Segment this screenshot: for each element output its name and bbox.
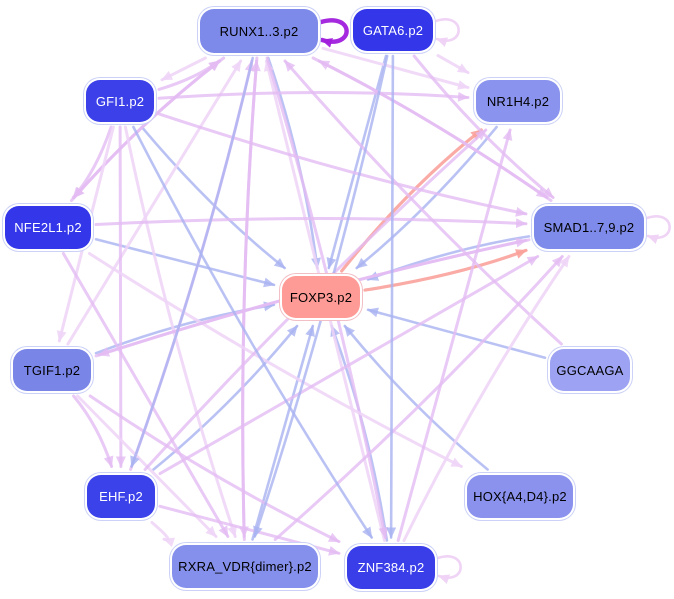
node-label-rxra: RXRA_VDR{dimer}.p2 (178, 558, 312, 574)
edge-gfi1-nfe2l1 (71, 125, 113, 199)
self-loop-znf384 (436, 555, 462, 584)
edge-ggcaaga-runx1 (283, 59, 563, 346)
self-loop-gata6 (434, 18, 460, 47)
edge-runx1-gfi1 (160, 56, 207, 82)
node-label-nr1h4: NR1H4.p2 (486, 93, 550, 109)
graph-node-gfi1[interactable]: GFI1.p2 (86, 80, 154, 122)
edge-nfe2l1-foxp3 (94, 238, 276, 288)
edge-tgif1-znf384 (88, 394, 341, 544)
edge-rxra-smad (273, 255, 564, 541)
self-loop-smad (645, 215, 671, 244)
node-label-hox: HOX{A4,D4}.p2 (473, 488, 567, 504)
edge-gfi1-ehf (115, 125, 126, 468)
graph-node-hox[interactable]: HOX{A4,D4}.p2 (467, 474, 573, 518)
node-label-ggcaaga: GGCAAGA (556, 362, 624, 378)
edge-foxp3-smad (363, 248, 528, 292)
edge-nfe2l1-rxra (61, 252, 230, 538)
node-label-gata6: GATA6.p2 (362, 22, 424, 38)
node-label-tgif1: TGIF1.p2 (23, 362, 81, 378)
edge-gfi1-znf384 (132, 125, 373, 539)
edge-gfi1-foxp3 (140, 125, 286, 270)
edge-rxra-foxp3 (251, 324, 315, 541)
graph-node-rxra[interactable]: RXRA_VDR{dimer}.p2 (172, 544, 318, 588)
node-label-smad: SMAD1..7,9.p2 (543, 219, 635, 235)
edge-tgif1-ehf (72, 394, 114, 468)
edge-tgif1-runx1 (66, 59, 243, 346)
graph-node-znf384[interactable]: ZNF384.p2 (347, 545, 435, 589)
node-label-gfi1: GFI1.p2 (95, 93, 145, 109)
edge-nr1h4-foxp3 (355, 125, 498, 270)
edge-ehf-znf384 (158, 504, 341, 556)
edge-ehf-rxra (150, 521, 176, 548)
node-label-ehf: EHF.p2 (99, 488, 143, 504)
edge-gata6-nr1h4 (436, 54, 470, 75)
edge-gfi1-rxra (123, 125, 237, 538)
graph-node-smad[interactable]: SMAD1..7,9.p2 (534, 205, 644, 249)
edge-runx1-rxra (238, 56, 259, 538)
edge-gfi1-smad (157, 112, 528, 217)
edge-znf384-smad (402, 255, 571, 542)
edge-nfe2l1-hox (87, 252, 463, 468)
graph-node-tgif1[interactable]: TGIF1.p2 (13, 349, 91, 391)
node-label-znf384: ZNF384.p2 (357, 559, 425, 575)
graph-node-runx1[interactable]: RUNX1..3.p2 (200, 9, 318, 53)
graph-node-ehf[interactable]: EHF.p2 (87, 474, 155, 518)
edge-gata6-znf384 (386, 54, 397, 539)
edge-gata6-foxp3 (326, 54, 388, 270)
graph-node-nfe2l1[interactable]: NFE2L1.p2 (5, 205, 91, 249)
node-label-nfe2l1: NFE2L1.p2 (14, 219, 82, 235)
edge-hox-foxp3 (343, 324, 489, 471)
node-label-foxp3: FOXP3.p2 (289, 289, 353, 305)
edge-nfe2l1-smad (94, 217, 528, 229)
edge-runx1-smad (311, 56, 549, 199)
graph-node-foxp3[interactable]: FOXP3.p2 (282, 276, 360, 318)
edge-gfi1-nr1h4 (157, 90, 470, 102)
graph-node-gata6[interactable]: GATA6.p2 (353, 9, 433, 51)
graph-node-nr1h4[interactable]: NR1H4.p2 (476, 80, 560, 122)
graph-node-ggcaaga[interactable]: GGCAAGA (550, 349, 630, 391)
edge-runx1-ehf (130, 56, 254, 468)
node-label-runx1: RUNX1..3.p2 (219, 23, 299, 39)
edge-runx1-nfe2l1 (72, 56, 226, 199)
self-loop-runx1 (318, 18, 349, 48)
edge-ehf-smad (158, 255, 540, 476)
edge-ehf-foxp3 (152, 324, 299, 471)
edge-znf384-nr1h4 (396, 128, 513, 542)
